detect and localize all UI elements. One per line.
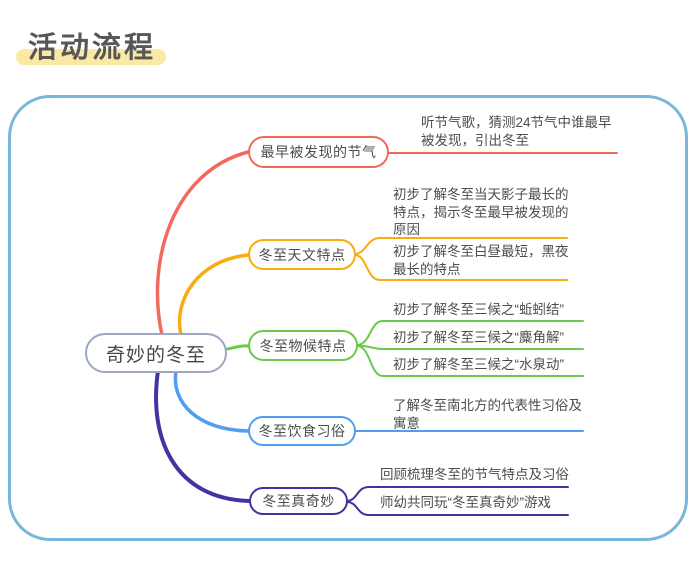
leaf-node[interactable]: 初步了解冬至当天影子最长的 特点，揭示冬至最早被发现的 原因 xyxy=(393,187,569,237)
leaf-node[interactable]: 了解冬至南北方的代表性习俗及 寓意 xyxy=(393,398,582,431)
title-highlight xyxy=(16,49,166,65)
leaf-node[interactable]: 初步了解冬至三候之“蚯蚓结” xyxy=(393,302,564,317)
branch-3-node[interactable]: 冬至物候特点 xyxy=(248,330,358,361)
mindmap-canvas xyxy=(8,95,688,541)
leaf-node[interactable]: 初步了解冬至三候之“麋角解” xyxy=(393,330,564,345)
leaf-node[interactable]: 回顾梳理冬至的节气特点及习俗 xyxy=(380,467,569,482)
leaf-node[interactable]: 初步了解冬至三候之“水泉动” xyxy=(393,357,564,372)
leaf-node[interactable]: 听节气歌，猜测24节气中谁最早 被发现，引出冬至 xyxy=(421,115,612,148)
branch-1-node[interactable]: 最早被发现的节气 xyxy=(248,136,389,168)
branch-5-node[interactable]: 冬至真奇妙 xyxy=(249,487,348,515)
branch-4-node[interactable]: 冬至饮食习俗 xyxy=(248,416,356,446)
leaf-node[interactable]: 初步了解冬至白昼最短，黑夜 最长的特点 xyxy=(393,244,569,277)
branch-2-node[interactable]: 冬至天文特点 xyxy=(248,239,356,270)
page-title: 活动流程 xyxy=(28,32,157,64)
leaf-node[interactable]: 师幼共同玩“冬至真奇妙”游戏 xyxy=(380,495,551,510)
root-node[interactable]: 奇妙的冬至 xyxy=(85,333,227,373)
